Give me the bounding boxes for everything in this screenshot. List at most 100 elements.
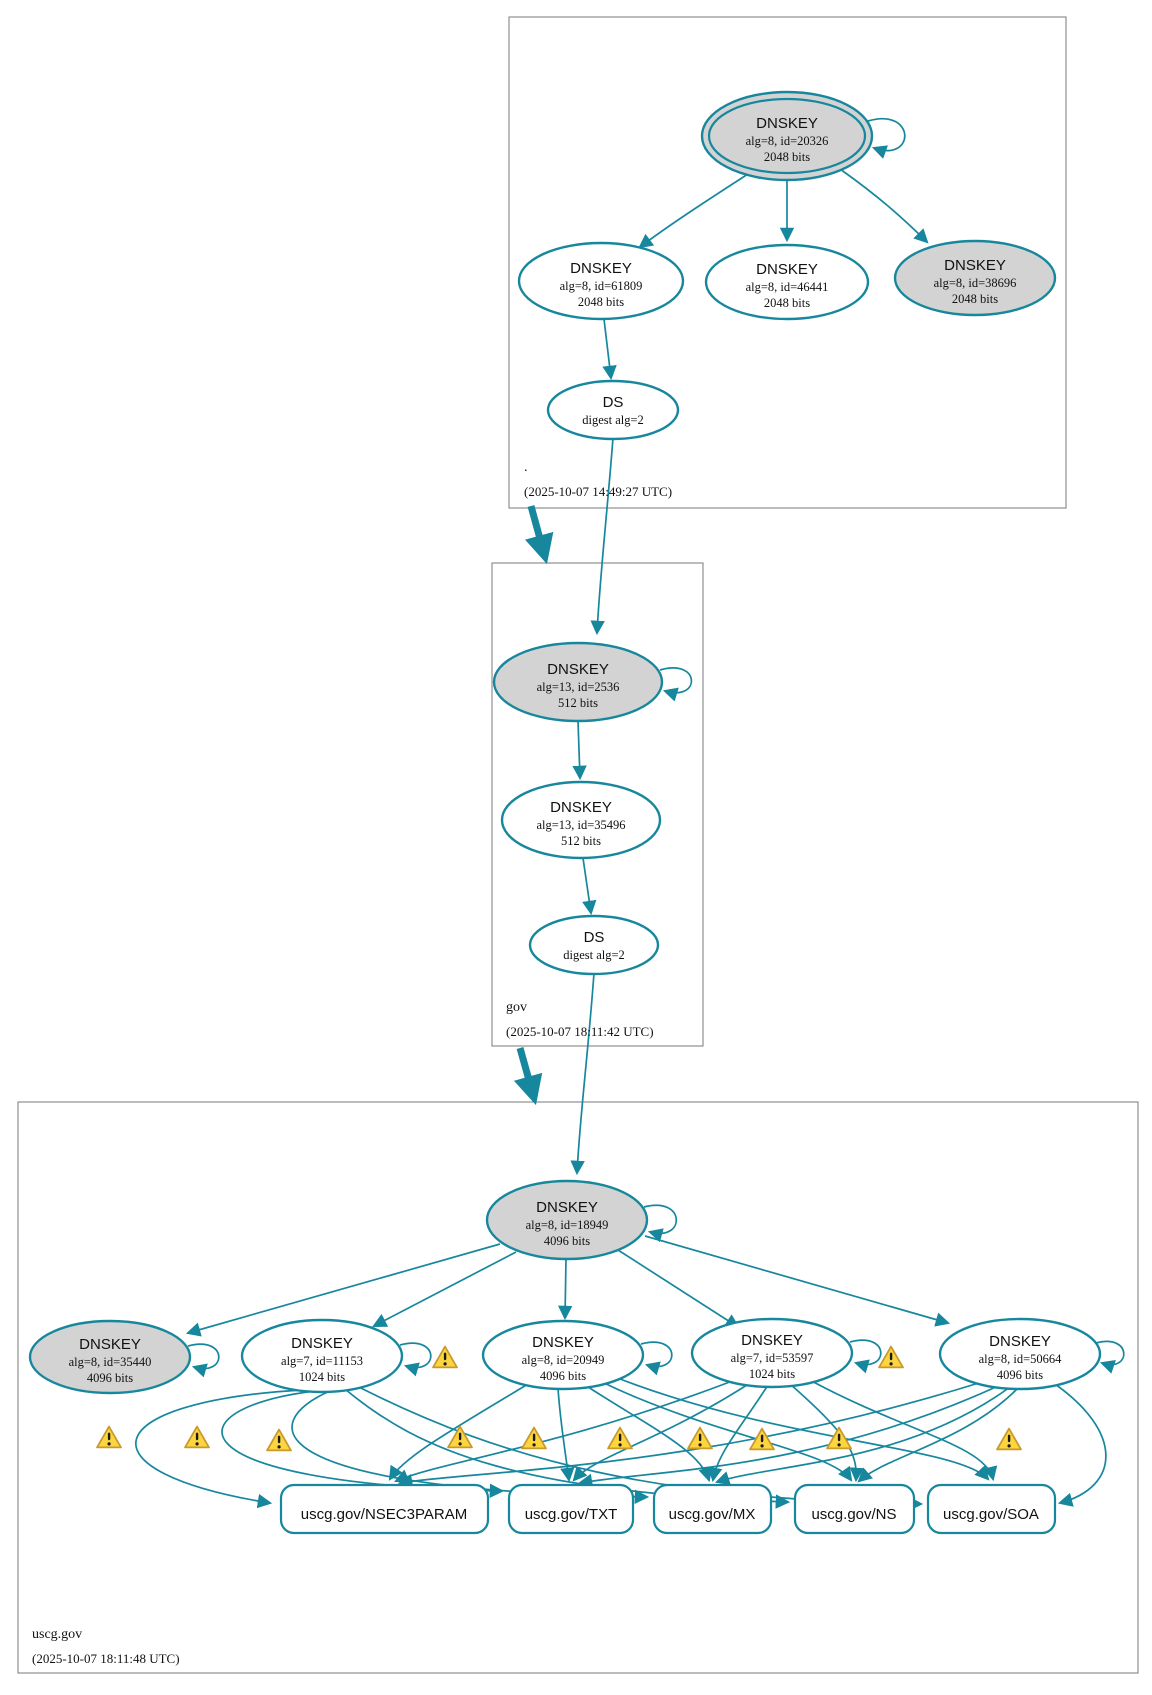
node-detail: alg=7, id=53597 [731, 1351, 814, 1365]
uscg-dnskey-50664-node[interactable]: DNSKEY alg=8, id=50664 4096 bits [938, 1317, 1102, 1391]
node-detail: digest alg=2 [582, 413, 644, 427]
root-dnskey-61809-node[interactable]: DNSKEY alg=8, id=61809 2048 bits [517, 241, 685, 321]
edge-gov-ds-to-uscg-ksk [570, 972, 595, 1176]
edge-gov-ksk-selfsign [659, 667, 693, 702]
node-type: DNSKEY [79, 1336, 141, 1353]
root-dnskey-38696-node[interactable]: DNSKEY alg=8, id=38696 2048 bits [893, 239, 1057, 317]
uscg-dnskey-11153-node[interactable]: DNSKEY alg=7, id=11153 1024 bits [240, 1318, 404, 1394]
edge-11153-nsec3param [135, 1389, 303, 1509]
warning-icon [184, 1425, 210, 1449]
node-detail: alg=8, id=46441 [746, 280, 829, 294]
edge-50664-soa [1051, 1381, 1107, 1507]
gov-zone-edges [513, 667, 693, 1176]
edge-root-ksk-to-38696 [839, 168, 929, 244]
node-type: DS [584, 929, 605, 946]
zone-timestamp-gov: (2025-10-07 18:11:42 UTC) [506, 1024, 654, 1039]
zone-box-root [508, 16, 1067, 509]
gov-ksk-dnskey-node[interactable]: DNSKEY alg=13, id=2536 512 bits [492, 641, 664, 723]
edge-53597-txt [572, 1382, 751, 1482]
uscg-dnskey-35440-node[interactable]: DNSKEY alg=8, id=35440 4096 bits [28, 1319, 192, 1395]
node-bits: 4096 bits [997, 1368, 1043, 1382]
zone-box-uscg-gov [17, 1101, 1139, 1674]
node-bits: 1024 bits [749, 1367, 795, 1381]
rrset-label: uscg.gov/MX [669, 1506, 756, 1523]
root-ds-node[interactable]: DS digest alg=2 [546, 379, 680, 441]
node-detail: alg=13, id=35496 [536, 818, 625, 832]
edge-61809-to-ds [602, 318, 617, 381]
edge-35440-selfsign [187, 1343, 220, 1378]
node-bits: 1024 bits [299, 1370, 345, 1384]
edge-gov-delegation-to-uscg [513, 1047, 543, 1106]
zone-timestamp-uscg-gov: (2025-10-07 18:11:48 UTC) [32, 1651, 180, 1666]
edge-50664-mx [714, 1386, 1011, 1486]
uscg-dnskey-53597-node[interactable]: DNSKEY alg=7, id=53597 1024 bits [690, 1317, 854, 1389]
rrset-soa-node[interactable]: uscg.gov/SOA [926, 1483, 1057, 1535]
node-type: DNSKEY [756, 261, 818, 278]
rrset-txt-node[interactable]: uscg.gov/TXT [507, 1483, 635, 1535]
node-type: DS [603, 394, 624, 411]
node-type: DNSKEY [532, 1334, 594, 1351]
rrset-label: uscg.gov/SOA [943, 1506, 1039, 1523]
edge-root-ksk-selfsign [867, 118, 906, 159]
node-type: DNSKEY [989, 1333, 1051, 1350]
edge-20949-mx [584, 1384, 713, 1483]
zone-timestamp-root: (2025-10-07 14:49:27 UTC) [524, 484, 672, 499]
edge-ksk-to-53597 [617, 1249, 740, 1329]
zone-label-uscg-gov: uscg.gov [32, 1627, 82, 1642]
warning-icon [607, 1426, 633, 1450]
gov-dnskey-35496-node[interactable]: DNSKEY alg=13, id=35496 512 bits [500, 780, 662, 860]
edge-gov-ksk-to-35496 [572, 720, 587, 781]
node-type: DNSKEY [550, 799, 612, 816]
node-type: DNSKEY [570, 260, 632, 277]
rrset-nsec3param-node[interactable]: uscg.gov/NSEC3PARAM [279, 1483, 490, 1535]
root-ksk-dnskey-node[interactable]: DNSKEY alg=8, id=20326 2048 bits [700, 90, 874, 182]
edge-35496-to-ds [582, 857, 597, 916]
root-dnskey-46441-node[interactable]: DNSKEY alg=8, id=46441 2048 bits [704, 243, 870, 321]
root-zone-edges [524, 118, 929, 636]
edge-53597-mx [708, 1384, 769, 1483]
edge-50664-nsec3param [397, 1381, 983, 1489]
node-bits: 512 bits [558, 696, 598, 710]
uscg-ksk-dnskey-node[interactable]: DNSKEY alg=8, id=18949 4096 bits [485, 1179, 649, 1261]
edge-20949-selfsign [640, 1341, 673, 1376]
node-bits: 2048 bits [764, 296, 810, 310]
node-type: DNSKEY [944, 257, 1006, 274]
node-detail: alg=8, id=20949 [522, 1353, 605, 1367]
edge-root-ksk-to-61809 [638, 173, 749, 249]
edge-11153-mx [291, 1390, 650, 1505]
edge-50664-selfsign [1095, 1340, 1125, 1374]
edge-53597-nsec3param [394, 1379, 736, 1483]
uscg-dnskey-20949-node[interactable]: DNSKEY alg=8, id=20949 4096 bits [481, 1319, 645, 1391]
node-detail: alg=8, id=61809 [560, 279, 643, 293]
zone-box-gov [491, 562, 704, 1047]
edge-53597-selfsign [849, 1339, 882, 1374]
zone-label-root: . [524, 460, 528, 475]
warning-icon [266, 1428, 292, 1452]
node-bits: 4096 bits [540, 1369, 586, 1383]
warning-icon [996, 1427, 1022, 1451]
node-detail: digest alg=2 [563, 948, 625, 962]
edge-ksk-to-20949 [557, 1258, 573, 1321]
node-type: DNSKEY [536, 1199, 598, 1216]
node-detail: alg=13, id=2536 [537, 680, 620, 694]
node-bits: 2048 bits [578, 295, 624, 309]
rrset-label: uscg.gov/NS [811, 1506, 896, 1523]
node-type: DNSKEY [741, 1332, 803, 1349]
node-bits: 4096 bits [87, 1371, 133, 1385]
warning-icon [96, 1425, 122, 1449]
node-detail: alg=8, id=50664 [979, 1352, 1063, 1366]
node-detail: alg=8, id=20326 [746, 134, 829, 148]
edge-uscg-ksk-selfsign [643, 1204, 678, 1243]
edge-20949-txt [557, 1387, 575, 1483]
node-detail: alg=8, id=35440 [69, 1355, 152, 1369]
edge-ksk-to-11153 [372, 1251, 517, 1328]
gov-ds-node[interactable]: DS digest alg=2 [528, 914, 660, 976]
node-bits: 2048 bits [764, 150, 810, 164]
node-type: DNSKEY [756, 115, 818, 132]
rrset-ns-node[interactable]: uscg.gov/NS [793, 1483, 916, 1535]
zone-label-gov: gov [506, 1000, 527, 1015]
node-type: DNSKEY [547, 661, 609, 678]
rrset-mx-node[interactable]: uscg.gov/MX [652, 1483, 773, 1535]
edge-11153-selfsign [399, 1342, 432, 1377]
